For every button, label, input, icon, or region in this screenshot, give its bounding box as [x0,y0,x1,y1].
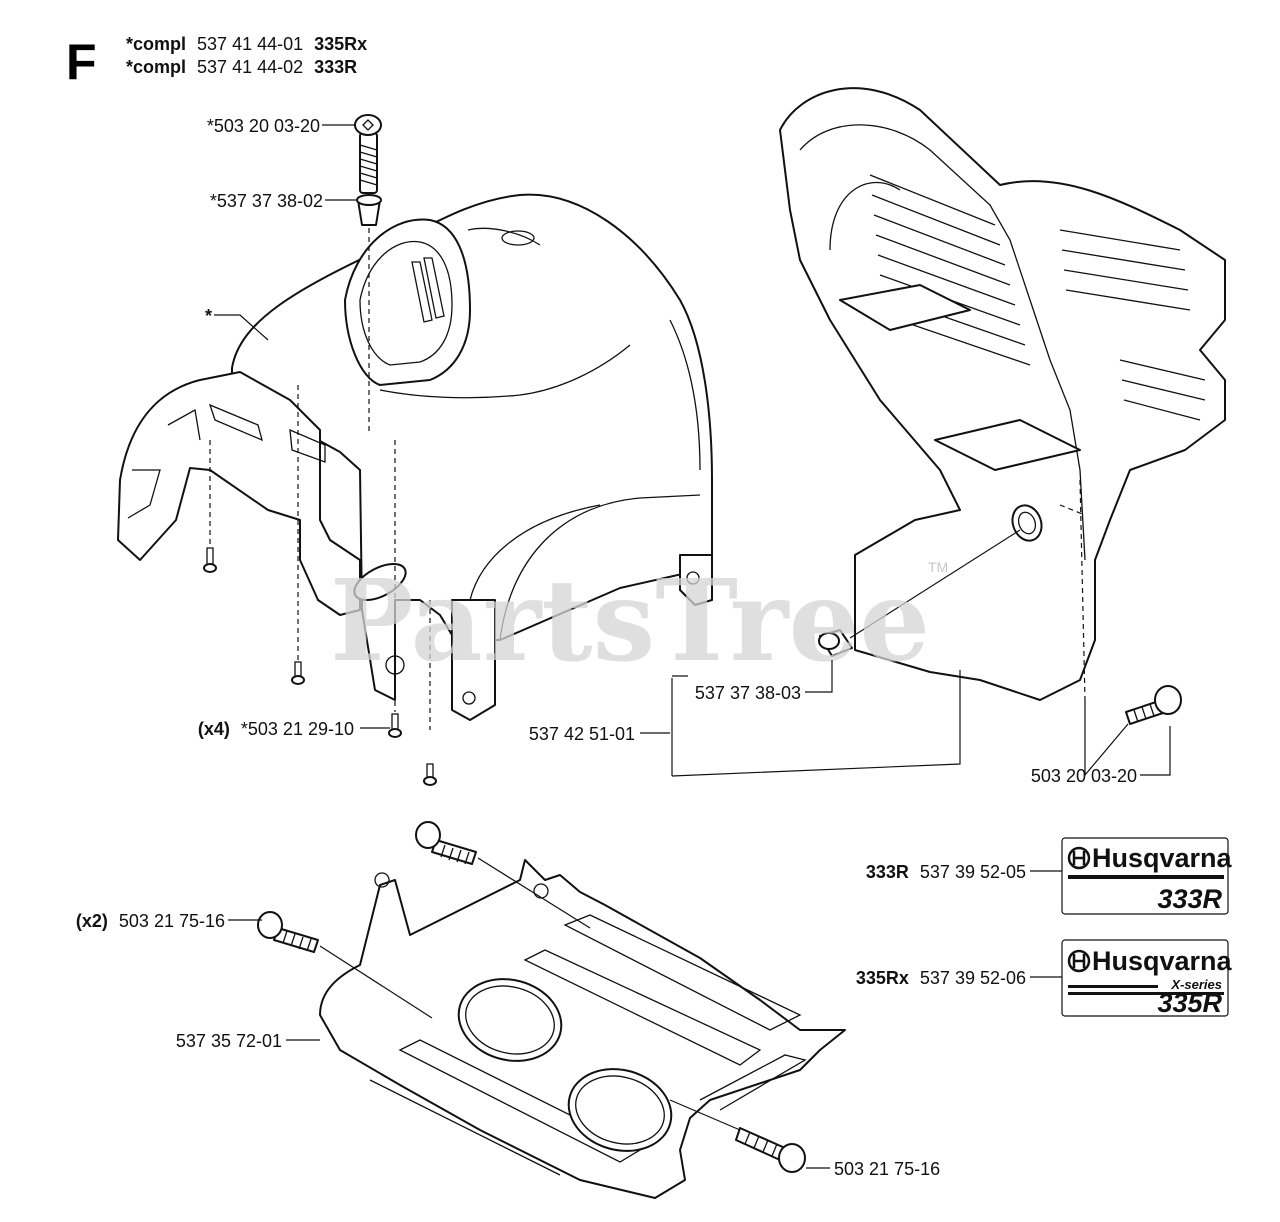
callout-bushing-top[interactable]: *537 37 38-02 [210,191,323,211]
header-2-model: 333R [314,57,357,77]
callout-housing[interactable]: 537 42 51-01 [529,724,635,744]
callout-decal-335[interactable]: 335Rx 537 39 52-06 [856,968,1026,988]
callout-screw-bottom[interactable]: 503 21 75-16 [834,1159,940,1179]
decal-333-model-text: 333R [1157,884,1222,914]
skid-screws-part[interactable] [257,821,806,1173]
header-line-2: *compl 537 41 44-02 333R [126,57,357,77]
header-1-model: 335Rx [314,34,367,54]
skid-plate-part[interactable] [319,859,846,1199]
callout-screw-right[interactable]: 503 20 03-20 [1031,766,1137,786]
callout-screws-x2-qty: (x2) [76,911,108,931]
header-2-part-no[interactable]: 537 41 44-02 [197,57,303,77]
top-cover-part[interactable] [117,193,713,721]
header-line-1: *compl 537 41 44-01 335Rx [126,34,367,54]
decal-335-series: X-series [1170,977,1222,992]
watermark: PartsTree [330,556,930,687]
callout-screws-x4[interactable]: (x4) *503 21 29-10 [198,719,354,739]
decal-333-part-no[interactable]: 537 39 52-05 [920,862,1026,882]
callout-screws-x2-part[interactable]: 503 21 75-16 [119,911,225,931]
top-bushing-part[interactable] [356,194,382,226]
right-bushing-part[interactable] [818,529,1021,657]
callout-cover-star[interactable]: * [205,306,212,326]
header-2-compl: *compl [126,57,186,77]
decal-335-brand: Husqvarna [1092,946,1233,976]
small-screws-part[interactable] [203,385,437,786]
callout-bushing-right[interactable]: 537 37 38-03 [695,683,801,703]
right-screw-part[interactable] [1125,685,1182,725]
header-1-part-no[interactable]: 537 41 44-01 [197,34,303,54]
header-1-compl: *compl [126,34,186,54]
decal-335r[interactable]: Husqvarna X-series 335R [1061,939,1233,1018]
callout-decal-333[interactable]: 333R 537 39 52-05 [866,862,1026,882]
decal-335-model-text: 335R [1157,988,1222,1018]
decal-333-brand: Husqvarna [1092,843,1233,873]
husqvarna-logo-icon [1067,846,1091,870]
decal-335-model-label: 335Rx [856,968,909,988]
callout-screws-x4-part[interactable]: *503 21 29-10 [241,719,354,739]
top-screw-part[interactable] [354,114,382,194]
fan-housing-part[interactable] [779,87,1226,701]
callout-screw-top[interactable]: *503 20 03-20 [207,116,320,136]
watermark-tm: TM [928,559,948,575]
callout-screws-x4-qty: (x4) [198,719,230,739]
callout-screws-x2[interactable]: (x2) 503 21 75-16 [76,911,225,931]
husqvarna-logo-icon [1067,949,1091,973]
callout-skid-plate[interactable]: 537 35 72-01 [176,1031,282,1051]
decal-333-model-label: 333R [866,862,909,882]
section-letter: F [66,34,97,90]
decal-335-part-no[interactable]: 537 39 52-06 [920,968,1026,988]
decal-333r[interactable]: Husqvarna 333R [1061,837,1233,915]
